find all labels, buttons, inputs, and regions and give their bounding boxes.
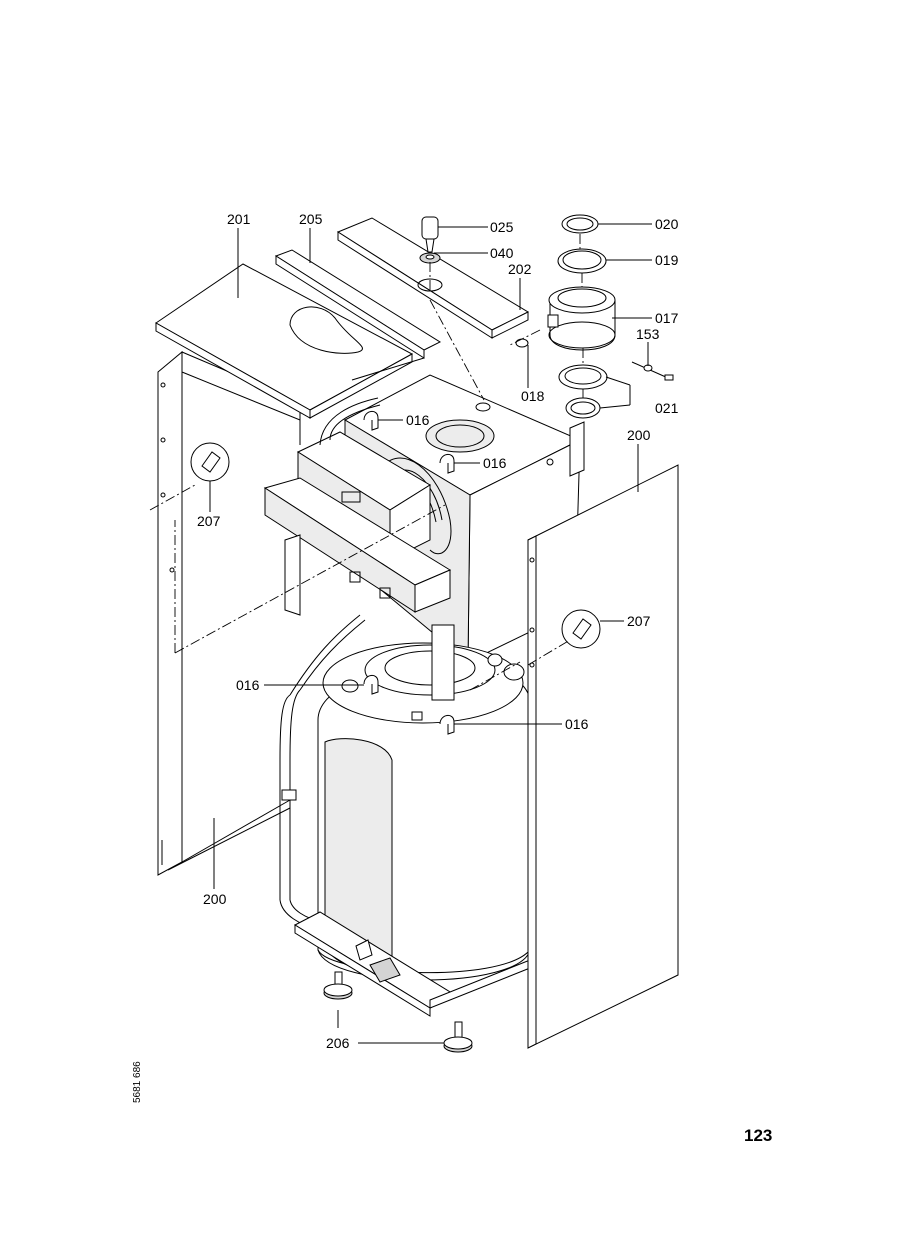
connecting-pipes bbox=[279, 397, 381, 931]
label-016-upper-right: 016 bbox=[483, 455, 507, 471]
leader-lines bbox=[209, 223, 652, 1044]
document-number: 5681 686 bbox=[132, 1061, 143, 1103]
clip-016-upper-left bbox=[363, 411, 379, 431]
base-frame bbox=[293, 911, 531, 1017]
flue-adapter-017 bbox=[547, 286, 616, 351]
adjustable-foot-right bbox=[443, 1021, 473, 1053]
label-040: 040 bbox=[490, 245, 514, 261]
seal-ring-019 bbox=[557, 248, 607, 274]
control-unit bbox=[263, 431, 452, 616]
label-025: 025 bbox=[490, 219, 514, 235]
clip-016-upper-right bbox=[439, 454, 455, 474]
storage-tank bbox=[317, 624, 531, 981]
label-206: 206 bbox=[326, 1035, 350, 1051]
label-153: 153 bbox=[636, 326, 660, 342]
seal-ring-021-lower bbox=[565, 397, 601, 419]
seal-ring-021-upper bbox=[558, 364, 608, 390]
clip-detail-207-right bbox=[561, 609, 601, 649]
label-205: 205 bbox=[299, 211, 323, 227]
label-016-lower-left: 016 bbox=[236, 677, 260, 693]
front-top-panel bbox=[336, 217, 530, 339]
label-019: 019 bbox=[655, 252, 679, 268]
side-panel-right bbox=[527, 464, 679, 1049]
assembly-guide-lines bbox=[149, 234, 584, 691]
clip-detail-207-left bbox=[190, 442, 230, 482]
label-202: 202 bbox=[508, 261, 532, 277]
label-018: 018 bbox=[521, 388, 545, 404]
label-207-right: 207 bbox=[627, 613, 651, 629]
air-vent-025 bbox=[421, 216, 439, 253]
label-016-upper-left: 016 bbox=[406, 412, 430, 428]
gasket-040 bbox=[419, 252, 441, 264]
label-020: 020 bbox=[655, 216, 679, 232]
seal-ring-020 bbox=[561, 214, 599, 234]
label-021: 021 bbox=[655, 400, 679, 416]
plug-018 bbox=[515, 338, 529, 348]
side-panel-left bbox=[157, 350, 301, 876]
adjustable-foot-left bbox=[323, 971, 353, 1000]
sensor-153 bbox=[631, 361, 674, 381]
clip-016-lower-right bbox=[439, 715, 455, 735]
part-labels: 201 205 025 040 202 020 019 017 153 018 … bbox=[197, 211, 679, 1051]
label-201: 201 bbox=[227, 211, 251, 227]
rear-top-panel bbox=[274, 249, 442, 381]
label-200-left: 200 bbox=[203, 891, 227, 907]
label-016-lower-right: 016 bbox=[565, 716, 589, 732]
clip-016-lower-left bbox=[363, 675, 379, 695]
label-200-right: 200 bbox=[627, 427, 651, 443]
page-number: 123 bbox=[744, 1126, 772, 1145]
label-017: 017 bbox=[655, 310, 679, 326]
label-207-left: 207 bbox=[197, 513, 221, 529]
